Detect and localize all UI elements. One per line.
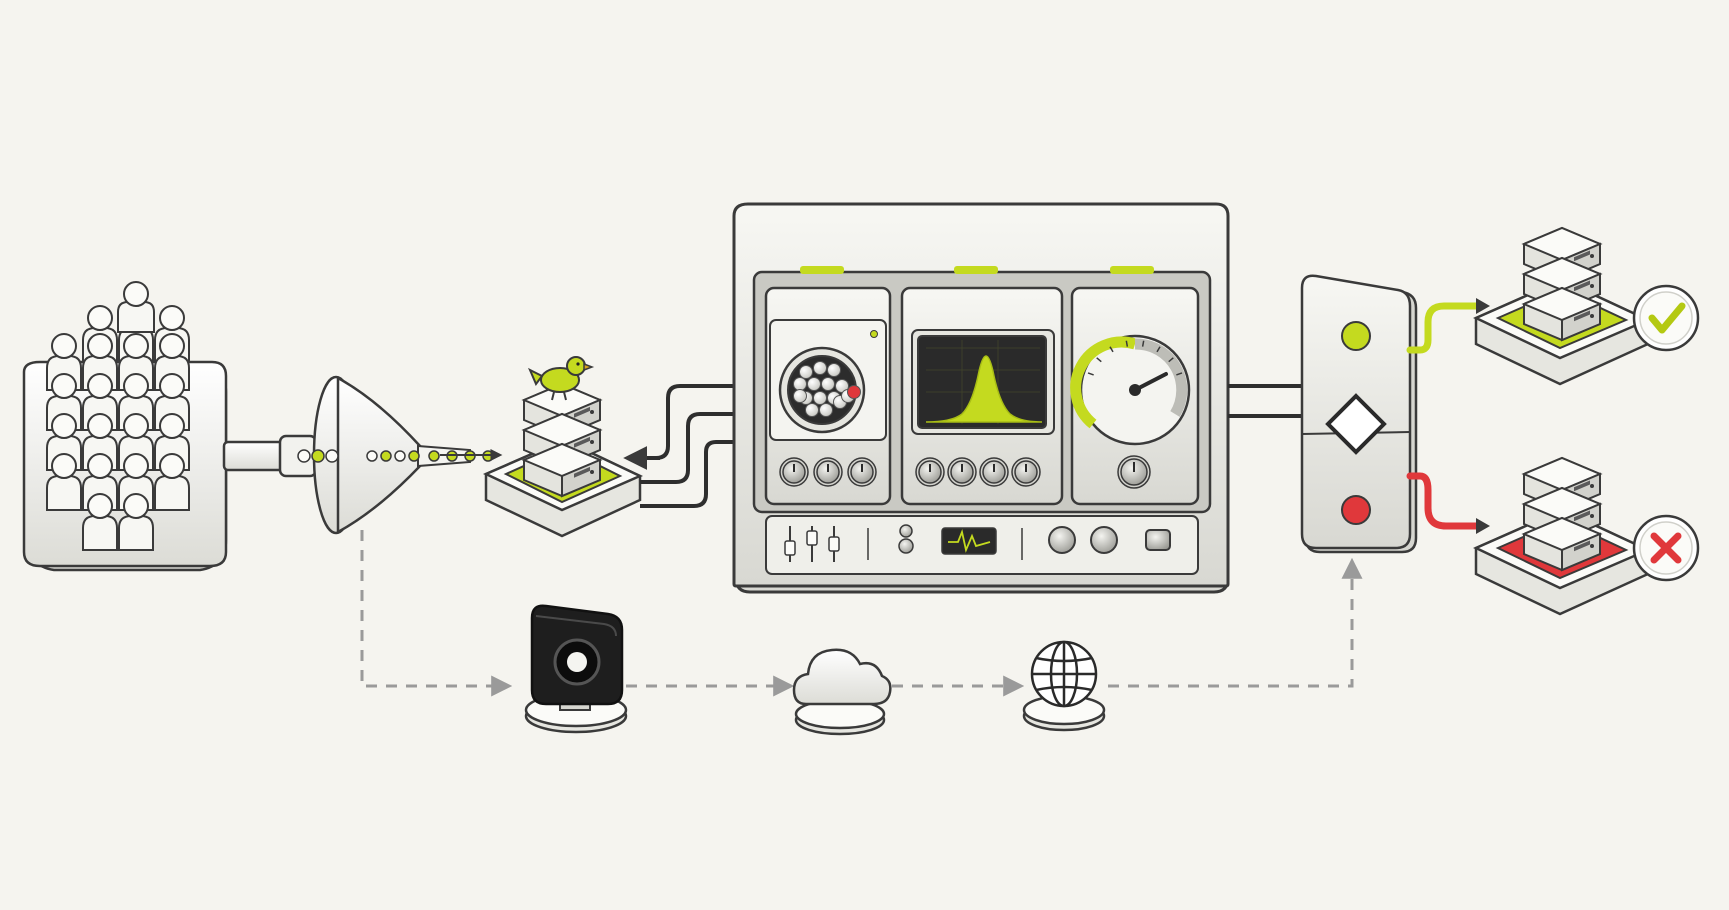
gauge-tick — [1141, 340, 1145, 347]
gauge-tick — [1125, 340, 1129, 347]
red-cable — [1406, 472, 1484, 530]
analysis-console — [732, 202, 1230, 594]
slider-icon — [806, 526, 818, 562]
traffic-dot — [297, 449, 311, 463]
canary-bird-icon — [528, 356, 595, 401]
slider-icon — [828, 526, 840, 562]
traffic-dot — [428, 450, 440, 462]
server-unit — [521, 442, 603, 498]
server-stack-icon — [1521, 456, 1603, 572]
knob-icon — [915, 457, 945, 487]
gauge-tick — [1168, 357, 1174, 363]
traffic-funnel — [297, 375, 503, 535]
toggle-control — [898, 524, 914, 554]
server-unit — [1521, 286, 1603, 342]
person-icon — [82, 493, 118, 551]
sample-ball — [813, 361, 827, 375]
triple-cable — [623, 384, 734, 508]
traffic-dot — [366, 450, 378, 462]
traffic-dot — [380, 450, 392, 462]
sample-ball — [805, 403, 819, 417]
bell-curve-monitor-icon — [900, 286, 1064, 506]
checkmark-icon — [1632, 284, 1700, 352]
knob-icon — [847, 457, 877, 487]
knob-icon — [779, 457, 809, 487]
user-crowd — [22, 281, 228, 572]
dial-knob-right — [1090, 526, 1118, 554]
double-cable — [1228, 384, 1310, 418]
canary-server — [482, 356, 644, 538]
person-icon — [154, 453, 190, 511]
traffic-dots — [297, 449, 494, 463]
square-button — [1145, 529, 1171, 551]
sample-ball — [821, 377, 835, 391]
server-unit — [1521, 516, 1603, 572]
server-stack-icon — [521, 382, 603, 498]
monitoring-path — [360, 530, 1363, 697]
sample-ball — [819, 403, 833, 417]
person-icon — [46, 453, 82, 511]
green-light-icon — [1341, 321, 1371, 351]
traffic-dot — [408, 450, 420, 462]
decision-diamond-icon — [1325, 393, 1387, 455]
slider-icon — [784, 526, 796, 562]
speed-gauge-icon — [1070, 286, 1200, 506]
outlier-ball — [847, 385, 861, 399]
camera-monitor — [524, 604, 628, 734]
knob-icon — [1117, 455, 1151, 489]
gauge-tick — [1109, 346, 1114, 353]
sample-ball — [799, 365, 813, 379]
knob-icon — [947, 457, 977, 487]
sample-ball — [813, 391, 827, 405]
cloud-service — [792, 648, 892, 736]
cross-icon — [1632, 514, 1700, 582]
knob-icon — [813, 457, 843, 487]
sample-balls — [793, 361, 861, 417]
traffic-dot — [394, 450, 406, 462]
cloud-icon — [792, 648, 892, 706]
traffic-dot — [311, 449, 325, 463]
sample-ball — [807, 377, 821, 391]
person-icon — [117, 281, 155, 333]
sample-ball — [793, 377, 807, 391]
gauge-tick — [1087, 372, 1094, 376]
waveform-icon — [948, 528, 991, 553]
green-cable — [1406, 302, 1484, 354]
traffic-dot — [325, 449, 339, 463]
globe-icon — [1030, 640, 1098, 708]
person-icon — [118, 493, 154, 551]
control-knobs — [779, 455, 1151, 489]
promoted-server — [1473, 226, 1700, 386]
gauge-tick — [1156, 346, 1161, 353]
people-group-icon — [46, 281, 190, 551]
sample-ball — [793, 389, 807, 403]
knob-icon — [1011, 457, 1041, 487]
slider-controls — [784, 526, 840, 562]
knob-icon — [979, 457, 1009, 487]
sample-ball — [827, 363, 841, 377]
sample-bin-icon — [764, 286, 892, 506]
red-light-icon — [1341, 495, 1371, 525]
global-network — [1022, 640, 1106, 732]
decision-switch — [1300, 274, 1418, 554]
dial-knob-left — [1048, 526, 1076, 554]
dashed-connector-globe-switch — [1108, 557, 1363, 688]
gauge-tick — [1096, 357, 1102, 363]
gauge-tick — [1176, 372, 1183, 376]
server-stack-icon — [1521, 226, 1603, 342]
rolled-back-server — [1473, 456, 1700, 616]
